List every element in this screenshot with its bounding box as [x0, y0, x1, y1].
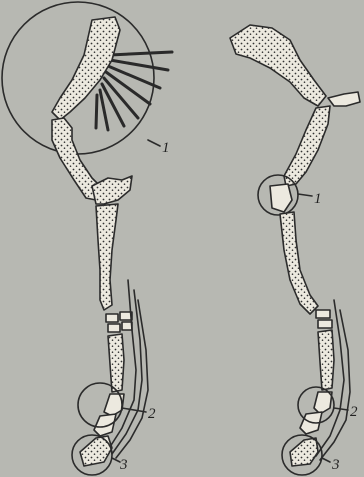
left-label-1: 1 [162, 140, 170, 156]
right-carpal-bone-2 [318, 320, 332, 328]
left-callout-line-1 [148, 140, 160, 146]
right-acromion-bone [328, 92, 360, 106]
left-leg: 1 2 3 [2, 2, 172, 475]
right-pastern-bone [314, 392, 332, 414]
right-label-3: 3 [331, 457, 340, 473]
right-callout-line-2 [334, 408, 348, 410]
left-coronet-bone [94, 414, 116, 436]
right-callout-line-3 [322, 458, 330, 462]
right-label-1: 1 [314, 191, 322, 207]
left-carpal-bone-3 [108, 324, 120, 332]
left-label-2: 2 [148, 406, 156, 422]
left-label-3: 3 [119, 457, 128, 473]
right-label-2: 2 [350, 404, 358, 420]
left-callout-line-2 [122, 408, 146, 412]
right-elbow-bone [270, 184, 292, 212]
left-carpal-bone-1 [106, 314, 118, 322]
right-callout-line-1 [298, 194, 312, 196]
right-leg: 1 2 3 [230, 25, 360, 475]
right-carpal-bone-1 [316, 310, 330, 318]
left-carpal-bone-4 [122, 322, 132, 330]
